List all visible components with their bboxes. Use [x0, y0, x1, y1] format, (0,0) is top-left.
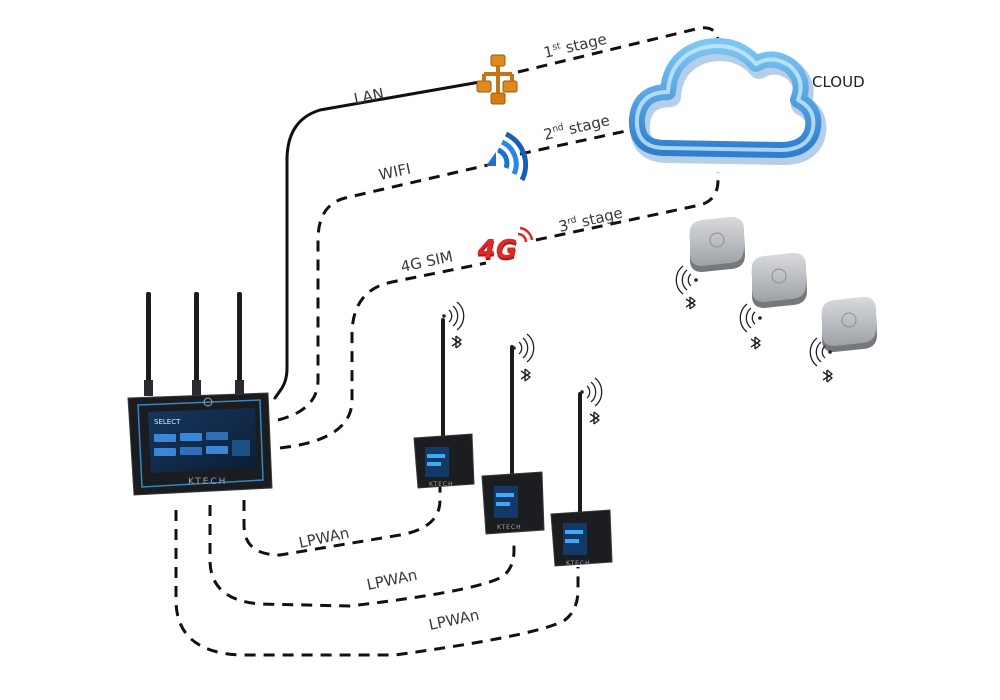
bluetooth-icon	[451, 335, 462, 349]
bluetooth-icon	[589, 411, 600, 425]
bluetooth-sensor-1	[675, 216, 745, 310]
lpwan-line-1	[242, 484, 442, 557]
antenna	[144, 292, 153, 396]
svg-text:KTECH: KTECH	[497, 524, 522, 531]
lpwan-label-3: LPWAn	[427, 606, 481, 634]
4g-icon: 4G 4G	[474, 226, 534, 267]
bluetooth-icon	[685, 296, 696, 310]
svg-text:KTECH: KTECH	[566, 560, 591, 567]
stage2-label: 2nd stage	[542, 111, 612, 144]
bluetooth-icon	[822, 369, 833, 383]
stage2-connection-line	[519, 126, 641, 156]
sim-connection-line	[279, 261, 487, 450]
antenna	[192, 292, 201, 396]
device-screen	[148, 408, 257, 473]
lpwan-node-2: KTECH	[481, 333, 545, 535]
lpwan-line-2	[208, 505, 516, 608]
stage1-connection-line	[517, 26, 720, 74]
cloud-icon	[628, 38, 827, 165]
lpwan-node-1: KTECH	[413, 301, 475, 489]
gateway-device: SELECT KTECH	[127, 292, 273, 496]
signal-waves-icon	[739, 303, 763, 333]
svg-text:SELECT: SELECT	[154, 418, 181, 426]
wifi-label: WIFI	[377, 160, 412, 184]
antenna	[235, 292, 244, 396]
svg-text:4G: 4G	[475, 237, 521, 267]
bluetooth-icon	[750, 336, 761, 350]
bluetooth-sensor-2	[739, 252, 807, 350]
wifi-icon	[486, 131, 529, 182]
bluetooth-sensor-3	[809, 296, 877, 383]
wifi-connection-line	[277, 163, 489, 422]
stage3-label: 3rd stage	[557, 204, 625, 236]
bluetooth-icon	[520, 368, 531, 382]
svg-text:4G: 4G	[474, 235, 520, 265]
lan-network-icon	[476, 54, 518, 105]
signal-waves-icon	[579, 377, 603, 407]
svg-text:KTECH: KTECH	[429, 481, 454, 488]
lan-label: LAN	[352, 84, 385, 107]
signal-waves-icon	[441, 301, 465, 331]
lpwan-label-2: LPWAn	[365, 566, 419, 594]
device-brand: KTECH	[188, 477, 227, 487]
signal-waves-icon	[511, 333, 535, 363]
lan-connection-line	[273, 80, 482, 400]
lpwan-node-3: KTECH	[550, 377, 613, 567]
cloud-label: CLOUD	[812, 73, 865, 91]
